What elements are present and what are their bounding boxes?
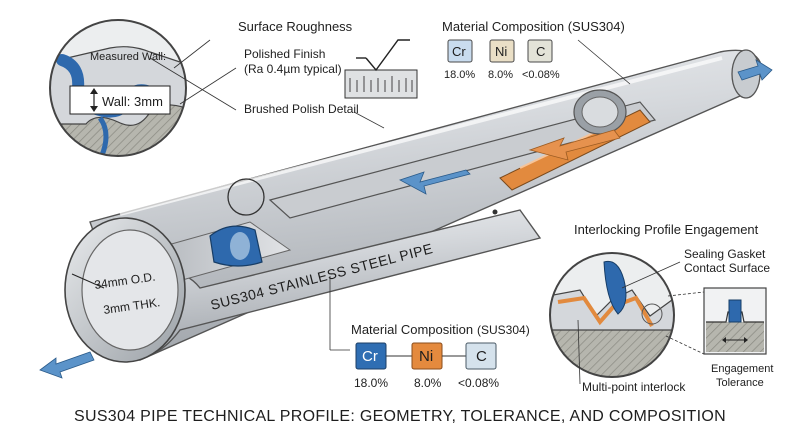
brushed-polish-label: Brushed Polish Detail [244,102,359,116]
tolerance-detail [703,287,767,355]
composition-bottom-title: Material Composition [351,322,473,337]
composition-top-ni-box [489,39,515,63]
polished-finish-detail: (Ra 0.4µm typical) [244,62,342,76]
composition-top-c-box [527,39,553,63]
sealing-gasket-label-1: Sealing Gasket [684,247,766,261]
composition-top-cr-box [447,39,473,63]
footer-title: SUS304 PIPE TECHNICAL PROFILE: GEOMETRY,… [74,408,726,425]
composition-top-c-symbol: C [536,44,545,59]
wall-value-label: Wall: 3mm [102,94,163,109]
composition-bottom-ni-symbol: Ni [419,348,433,365]
composition-bottom-c-symbol: C [476,348,487,365]
composition-top-ni-percent: 8.0% [488,69,513,81]
composition-bottom-ni-percent: 8.0% [414,376,442,390]
composition-top-cr-percent: 18.0% [444,69,475,81]
composition-top-c-percent: <0.08% [522,69,560,81]
composition-bottom-cr-percent: 18.0% [354,376,388,390]
wall-magnifier: Measured Wall: Wall: 3mm [49,19,237,157]
composition-top-title: Material Composition (SUS304) [442,19,625,34]
engagement-label-2: Tolerance [716,377,764,389]
composition-bottom-cr-symbol: Cr [362,348,378,365]
interlocking-title: Interlocking Profile Engagement [574,222,759,237]
composition-bottom-c-box [465,342,497,370]
sealing-gasket-label-2: Contact Surface [684,261,770,275]
composition-top-ni-symbol: Ni [495,44,507,59]
composition-bottom-title-suffix: (SUS304) [477,323,530,337]
composition-top-cr-symbol: Cr [452,44,466,59]
composition-bottom: Material Composition (SUS304) Cr 18.0% N… [329,276,530,390]
interlock-magnifier [549,252,705,385]
engagement-label-1: Engagement [711,363,773,375]
pipe-body [39,49,773,379]
composition-bottom-c-percent: <0.08% [458,376,499,390]
measured-wall-label: Measured Wall: [90,51,166,63]
polished-finish-label: Polished Finish [244,47,325,61]
composition-top: Material Composition (SUS304) Cr 18.0% N… [442,19,631,85]
multi-point-label: Multi-point interlock [582,380,686,394]
surface-roughness-label: Surface Roughness [238,19,353,34]
roughness-ruler [344,39,418,99]
